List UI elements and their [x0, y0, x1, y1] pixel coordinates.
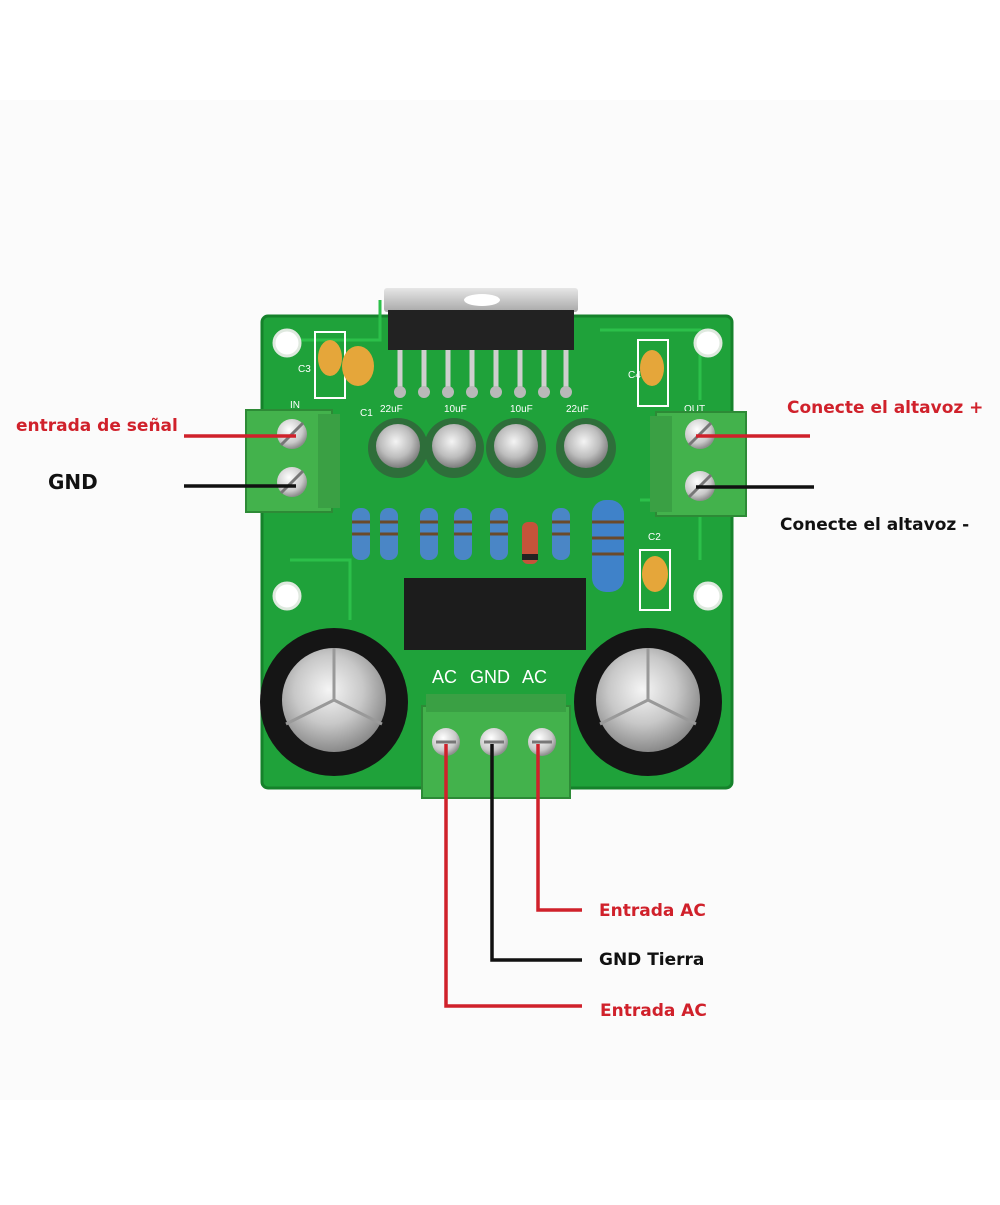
silk-cap-value: 10uF [510, 404, 533, 415]
silk-cap-value: 10uF [444, 404, 467, 415]
silk-c4: C4 [628, 370, 641, 381]
silkscreen-labels: IN OUT C1 C2 C3 C4 22uF 10uF 10uF 22uF [290, 364, 705, 543]
label-signal-input: entrada de señal [16, 416, 178, 436]
header-label-gnd: GND [470, 667, 510, 687]
mounting-hole [693, 328, 723, 358]
silk-cap-value: 22uF [380, 404, 403, 415]
header-label-ac: AC [432, 667, 457, 687]
header-label-ac: AC [522, 667, 547, 687]
label-ac-input-1: Entrada AC [599, 901, 706, 921]
silk-cap-value: 22uF [566, 404, 589, 415]
silk-c1: C1 [360, 408, 373, 419]
silk-c2: C2 [648, 532, 661, 543]
label-speaker-plus: Conecte el altavoz + [787, 398, 984, 418]
wire-ac-input-1 [536, 744, 582, 912]
header-labels: AC GND AC [432, 667, 547, 687]
silk-c3: C3 [298, 364, 311, 375]
silk-out: OUT [684, 404, 705, 415]
label-ac-input-2: Entrada AC [600, 1001, 707, 1021]
capacitor-icon [314, 331, 671, 611]
ic-chip-icon [384, 288, 578, 398]
mounting-hole [693, 581, 723, 611]
label-gnd: GND [48, 470, 98, 494]
resistor-icon [352, 500, 624, 592]
capacitor-icon [260, 628, 722, 776]
wire-gnd-earth [490, 744, 582, 962]
mounting-hole [272, 328, 302, 358]
wire-ac-input-2 [444, 744, 582, 1008]
label-speaker-minus: Conecte el altavoz - [780, 515, 970, 535]
callout-wires [184, 434, 814, 1008]
heatsink-icon [404, 578, 586, 650]
screw-terminal-icon [245, 409, 747, 799]
silk-in: IN [290, 400, 300, 411]
mounting-hole [272, 581, 302, 611]
label-gnd-earth: GND Tierra [599, 950, 705, 970]
capacitor-icon [368, 418, 616, 478]
